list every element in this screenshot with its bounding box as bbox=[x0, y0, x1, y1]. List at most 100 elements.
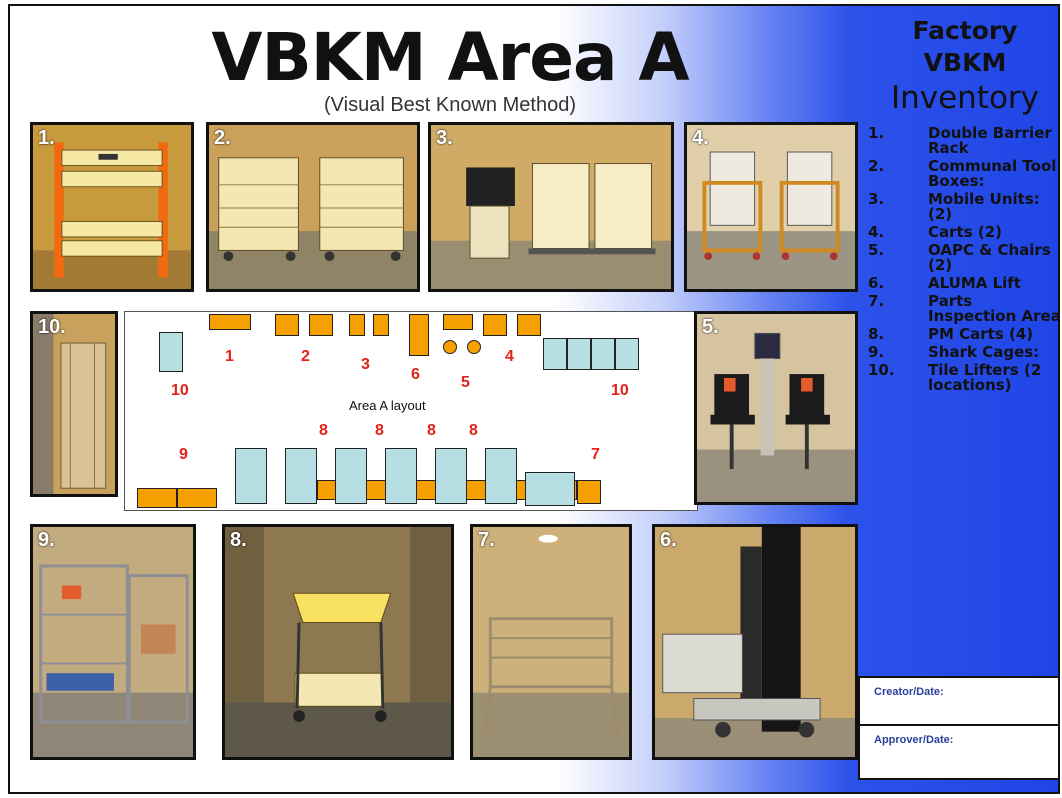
photo-number: 6. bbox=[660, 529, 677, 551]
creator-date-field[interactable]: Creator/Date: bbox=[860, 678, 1058, 726]
layout-block-barrier-rack bbox=[209, 314, 251, 330]
layout-marker: 3 bbox=[361, 356, 370, 373]
photo-mobile-units: 3. bbox=[428, 122, 674, 292]
photo-tile-lifter: 10. bbox=[30, 311, 118, 497]
photo-double-barrier-rack: 1. bbox=[30, 122, 194, 292]
layout-block-mobile-unit bbox=[349, 314, 365, 336]
inventory-item: 9. Shark Cages: bbox=[868, 343, 1058, 361]
pm-cart-illustration bbox=[225, 527, 451, 757]
inventory-item-label: ALUMA Lift bbox=[928, 274, 1021, 292]
layout-chair bbox=[467, 340, 481, 354]
creator-date-label: Creator/Date: bbox=[874, 686, 944, 698]
layout-block-pm-cart bbox=[485, 448, 517, 504]
photo-number: 4. bbox=[692, 127, 709, 149]
inventory-item-number: 8. bbox=[868, 325, 885, 343]
layout-block-tile-lifter bbox=[567, 338, 591, 370]
layout-block-tile-lifter bbox=[591, 338, 615, 370]
layout-chair bbox=[443, 340, 457, 354]
inventory-item-number: 9. bbox=[868, 343, 885, 361]
inventory-item-label: Parts Inspection Area bbox=[928, 292, 1060, 325]
photo-number: 5. bbox=[702, 316, 719, 338]
layout-block-tile-lifter bbox=[543, 338, 567, 370]
approver-date-field[interactable]: Approver/Date: bbox=[860, 726, 1058, 778]
layout-marker: 8 bbox=[319, 422, 328, 439]
tile-lifter-illustration bbox=[33, 314, 115, 494]
layout-block-mobile-unit bbox=[373, 314, 389, 336]
carts-illustration bbox=[687, 125, 855, 289]
layout-marker: 5 bbox=[461, 374, 470, 391]
layout-block-tile-lifter bbox=[159, 332, 183, 372]
photo-pm-cart: 8. bbox=[222, 524, 454, 760]
side-heading-factory: Factory bbox=[912, 16, 1018, 45]
photo-number: 3. bbox=[436, 127, 453, 149]
inventory-item-label: Communal Tool Boxes: bbox=[928, 157, 1057, 190]
inventory-item-number: 10. bbox=[868, 361, 895, 379]
inventory-item: 6. ALUMA Lift bbox=[868, 274, 1058, 292]
signoff-box: Creator/Date: Approver/Date: bbox=[858, 676, 1058, 780]
photo-number: 7. bbox=[478, 529, 495, 551]
photo-oapc-chairs: 5. bbox=[694, 311, 858, 505]
inventory-item-label: Shark Cages: bbox=[928, 343, 1040, 361]
layout-block-pm-cart bbox=[435, 448, 467, 504]
layout-marker: 7 bbox=[591, 446, 600, 463]
side-heading-vbkm: VBKM bbox=[923, 48, 1007, 77]
oapc-chairs-illustration bbox=[697, 314, 855, 502]
inventory-item-label: Carts (2) bbox=[928, 223, 1002, 241]
photo-shark-cages: 9. bbox=[30, 524, 196, 760]
photo-number: 1. bbox=[38, 127, 55, 149]
layout-marker: 8 bbox=[375, 422, 384, 439]
page-subtitle: (Visual Best Known Method) bbox=[324, 94, 576, 116]
side-heading-inventory: Inventory bbox=[890, 80, 1040, 116]
layout-block-aluma-lift bbox=[409, 314, 429, 356]
inventory-item-number: 7. bbox=[868, 292, 885, 310]
layout-marker: 6 bbox=[411, 366, 420, 383]
photo-number: 8. bbox=[230, 529, 247, 551]
layout-block-pm-cart bbox=[285, 448, 317, 504]
photo-number: 10. bbox=[38, 316, 66, 338]
photo-parts-inspection-area: 7. bbox=[470, 524, 632, 760]
layout-block-shark-cage bbox=[177, 488, 217, 508]
layout-marker: 10 bbox=[611, 382, 629, 399]
tool-boxes-illustration bbox=[209, 125, 417, 289]
inventory-item: 5. OAPC & Chairs (2) bbox=[868, 241, 1058, 274]
inventory-item-number: 3. bbox=[868, 190, 885, 208]
layout-caption: Area A layout bbox=[349, 398, 426, 413]
photo-number: 2. bbox=[214, 127, 231, 149]
layout-block-inspection-area bbox=[577, 480, 601, 504]
inventory-item: 4. Carts (2) bbox=[868, 223, 1058, 241]
layout-marker: 8 bbox=[469, 422, 478, 439]
layout-marker: 1 bbox=[225, 348, 234, 365]
photo-number: 9. bbox=[38, 529, 55, 551]
inventory-item-number: 6. bbox=[868, 274, 885, 292]
approver-date-label: Approver/Date: bbox=[874, 734, 954, 746]
layout-marker: 8 bbox=[427, 422, 436, 439]
inventory-item-label: PM Carts (4) bbox=[928, 325, 1034, 343]
inventory-item: 3. Mobile Units:(2) bbox=[868, 190, 1058, 223]
layout-block-tile-lifter bbox=[615, 338, 639, 370]
vbkm-sheet: VBKM Area A (Visual Best Known Method) F… bbox=[8, 4, 1060, 794]
layout-marker: 10 bbox=[171, 382, 189, 399]
photo-communal-tool-boxes: 2. bbox=[206, 122, 420, 292]
inventory-list: 1. Double Barrier Rack 2. Communal Tool Bo… bbox=[868, 124, 1060, 396]
inspection-area-illustration bbox=[473, 527, 629, 757]
layout-block-pm-cart bbox=[385, 448, 417, 504]
inventory-item: 10.Tile Lifters (2 locations) bbox=[868, 361, 1058, 393]
inventory-item-label: Double Barrier Rack bbox=[928, 124, 1052, 157]
layout-marker: 2 bbox=[301, 348, 310, 365]
inventory-item: 7. Parts Inspection Area bbox=[868, 292, 1060, 325]
inventory-item-number: 2. bbox=[868, 157, 885, 175]
inventory-item-number: 4. bbox=[868, 223, 885, 241]
mobile-units-illustration bbox=[431, 125, 671, 289]
layout-block-cart bbox=[483, 314, 507, 336]
inventory-item-label: OAPC & Chairs (2) bbox=[928, 241, 1051, 274]
inventory-item-number: 5. bbox=[868, 241, 885, 259]
layout-block-cart bbox=[517, 314, 541, 336]
photo-aluma-lift: 6. bbox=[652, 524, 858, 760]
layout-marker: 4 bbox=[505, 348, 514, 365]
inventory-item-label: Mobile Units:(2) bbox=[928, 190, 1040, 223]
inventory-item: 1. Double Barrier Rack bbox=[868, 124, 1058, 157]
photo-carts: 4. bbox=[684, 122, 858, 292]
layout-block-tool-box bbox=[309, 314, 333, 336]
inventory-item-number: 1. bbox=[868, 124, 885, 142]
inventory-item: 2. Communal Tool Boxes: bbox=[868, 157, 1058, 190]
